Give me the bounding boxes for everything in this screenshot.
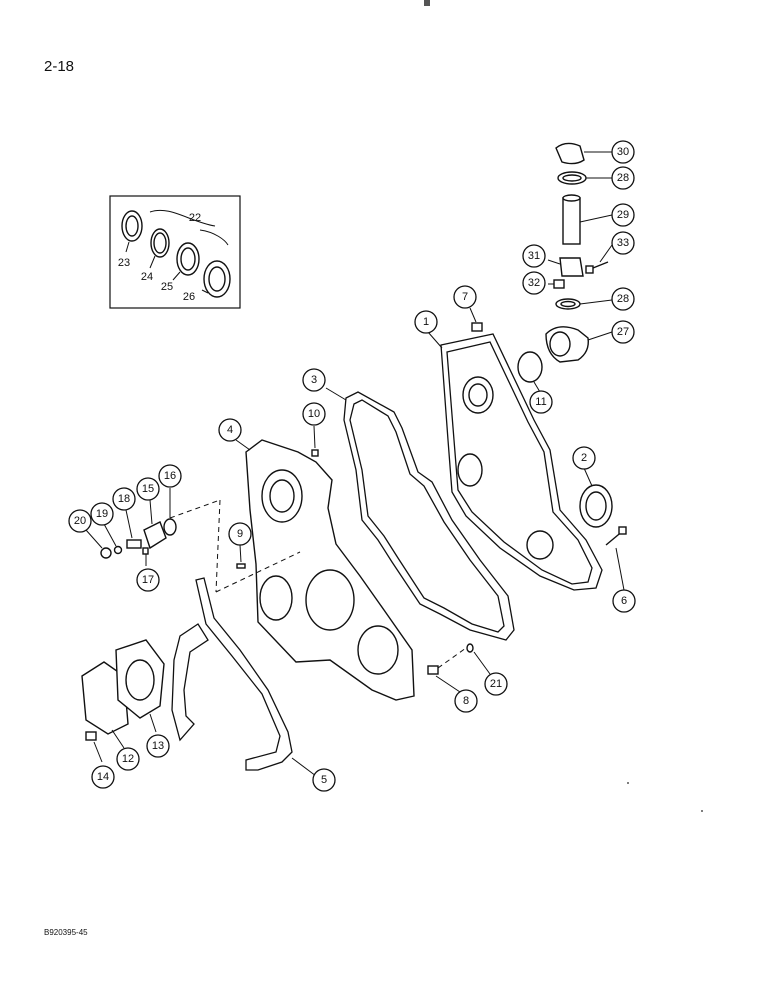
oil-fill-assembly [517, 142, 613, 393]
callout-label: 28 [617, 172, 629, 184]
callout-label: 11 [535, 396, 546, 408]
callout-32: 32 [522, 271, 546, 295]
callout-12: 12 [116, 747, 140, 771]
inset-label-25: 25 [161, 281, 173, 293]
front-cover [427, 331, 603, 591]
callout-29: 29 [611, 203, 635, 227]
bolt-6 [605, 526, 627, 591]
callout-8: 8 [454, 689, 478, 713]
callout-6: 6 [612, 589, 636, 613]
callout-label: 14 [97, 771, 109, 783]
inset-label-23: 23 [118, 257, 130, 269]
callout-10: 10 [302, 402, 326, 426]
callout-27: 27 [611, 320, 635, 344]
callout-label: 19 [96, 508, 108, 520]
callout-label: 1 [423, 316, 429, 328]
callout-label: 13 [152, 740, 164, 752]
callout-18: 18 [112, 487, 136, 511]
callout-label: 5 [321, 774, 327, 786]
scan-specks [424, 0, 703, 812]
callout-label: 15 [142, 483, 154, 495]
figure-code: B920395-45 [44, 928, 88, 937]
sensor-assembly [85, 488, 301, 593]
callout-21: 21 [484, 672, 508, 696]
callout-label: 9 [237, 528, 243, 540]
callout-label: 20 [74, 515, 86, 527]
callout-label: 28 [617, 293, 629, 305]
callout-20: 20 [68, 509, 92, 533]
bolt-7 [469, 307, 483, 332]
callout-label: 32 [528, 277, 540, 289]
callout-label: 21 [490, 678, 502, 690]
callout-label: 7 [462, 291, 468, 303]
callout-28a: 28 [611, 166, 635, 190]
callouts: 1 2 3 4 5 6 7 8 9 10 11 12 13 14 15 16 1… [68, 140, 636, 792]
inset-label-26: 26 [183, 291, 195, 303]
pin-10 [311, 425, 319, 457]
callout-11: 11 [529, 390, 553, 414]
callout-label: 17 [142, 574, 154, 586]
callout-15: 15 [136, 477, 160, 501]
gear-housing-4 [235, 439, 415, 701]
callout-14: 14 [91, 765, 115, 789]
callout-label: 12 [122, 753, 134, 765]
inset-label-24: 24 [141, 271, 153, 283]
callout-16: 16 [158, 464, 182, 488]
callout-28b: 28 [611, 287, 635, 311]
callout-label: 30 [617, 146, 629, 158]
callout-7: 7 [453, 285, 477, 309]
callout-label: 29 [617, 209, 629, 221]
callout-label: 10 [308, 408, 320, 420]
callout-label: 3 [311, 374, 317, 386]
inset-label-22: 22 [189, 212, 201, 224]
callout-2: 2 [572, 446, 596, 470]
gasket-3 [325, 387, 515, 641]
seal-kit-inset: 22 23 24 25 26 [109, 195, 241, 309]
bolt-8 [427, 647, 467, 693]
callout-label: 18 [118, 493, 130, 505]
callout-30: 30 [611, 140, 635, 164]
callout-19: 19 [90, 502, 114, 526]
dowel-21 [466, 643, 491, 675]
gasket-5 [171, 577, 317, 777]
seal-2 [579, 467, 613, 528]
callout-label: 16 [164, 470, 176, 482]
gasket-13 [115, 639, 165, 733]
page-number: 2-18 [44, 58, 75, 75]
callout-33: 33 [611, 231, 635, 255]
callout-label: 8 [463, 695, 469, 707]
callout-label: 4 [227, 424, 233, 436]
callout-3: 3 [302, 368, 326, 392]
bolt-14 [85, 731, 103, 763]
callout-label: 33 [617, 237, 629, 249]
callout-label: 2 [581, 452, 587, 464]
callout-17: 17 [136, 568, 160, 592]
callout-4: 4 [218, 418, 242, 442]
callout-31: 31 [522, 244, 546, 268]
callout-label: 6 [621, 595, 627, 607]
callout-label: 27 [617, 326, 629, 338]
callout-13: 13 [146, 734, 170, 758]
callout-9: 9 [228, 522, 252, 546]
callout-5: 5 [312, 768, 336, 792]
callout-1: 1 [414, 310, 438, 334]
callout-label: 31 [528, 250, 540, 262]
pin-9 [236, 544, 246, 569]
